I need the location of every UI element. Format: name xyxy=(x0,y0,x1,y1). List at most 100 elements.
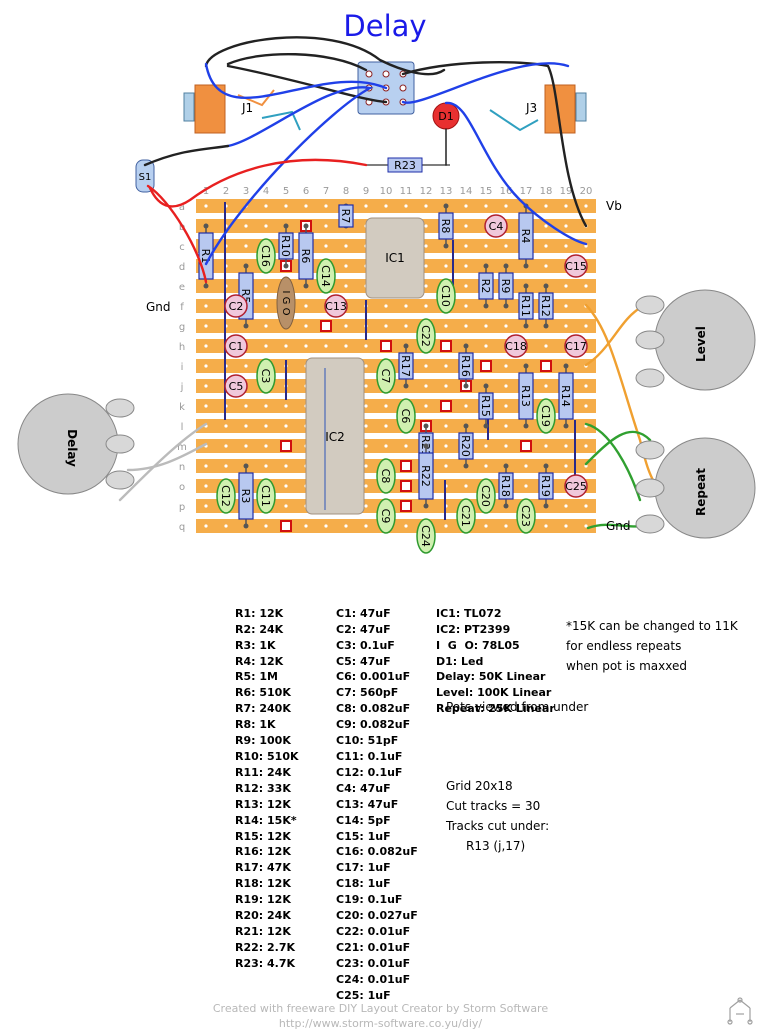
col-label: 2 xyxy=(223,186,229,197)
row-label: a xyxy=(179,202,185,213)
row-label: f xyxy=(180,302,184,313)
bom-other-entry: D1: Led xyxy=(436,654,484,668)
component-r14: R14 xyxy=(558,363,574,429)
track-cut xyxy=(480,360,492,372)
component-c19: C19 xyxy=(536,398,556,434)
col-label: 14 xyxy=(460,186,473,197)
grid-info-line: Tracks cut under: xyxy=(446,819,550,833)
component-label: C1 xyxy=(229,340,244,353)
col-label: 4 xyxy=(263,186,269,197)
component-r2: R2 xyxy=(478,263,494,309)
gnd-right-label: Gnd xyxy=(606,519,631,533)
grid-info-line: Cut tracks = 30 xyxy=(446,799,541,813)
component-label: C16 xyxy=(259,245,272,267)
bom-resistor-entry: R8: 1K xyxy=(235,718,276,732)
bom-capacitor-entry: C14: 5pF xyxy=(336,813,391,827)
bom-resistor-entry: R1: 12K xyxy=(235,606,284,620)
led-d1: D1 xyxy=(432,102,460,130)
bom-other-entry: Delay: 50K Linear xyxy=(436,670,546,684)
resistor-r23-label: R23 xyxy=(394,159,416,172)
bom-resistor-entry: R7: 240K xyxy=(235,702,291,716)
jack-j3-label: J3 xyxy=(525,101,537,115)
component-label: R10 xyxy=(279,235,292,257)
component-label: R20 xyxy=(459,435,472,457)
component-label: R22 xyxy=(419,465,432,487)
component-c21: C21 xyxy=(456,498,476,534)
component-label: C2 xyxy=(229,300,244,313)
pot-repeat: Repeat xyxy=(635,437,756,539)
component-c1: C1 xyxy=(224,334,248,358)
component-c16: C16 xyxy=(256,238,276,274)
track-cut xyxy=(520,440,532,452)
bom-resistor-entry: R12: 33K xyxy=(235,781,291,795)
component-label: R6 xyxy=(299,249,312,264)
jack-j1-label: J1 xyxy=(241,101,253,115)
bom-resistor-entry: R19: 12K xyxy=(235,893,291,907)
pots-note: Pots viewed from under xyxy=(446,700,589,714)
component-label: C19 xyxy=(539,405,552,427)
component-c25: C25 xyxy=(564,474,588,498)
grid-info-line: R13 (j,17) xyxy=(466,839,526,853)
bom-resistor-entry: R6: 510K xyxy=(235,686,291,700)
bom-capacitor-entry: C13: 47uF xyxy=(336,797,399,811)
component-label: R3 xyxy=(239,489,252,504)
bom-other-entry: IC2: PT2399 xyxy=(436,622,511,636)
row-label: j xyxy=(180,382,184,393)
bom-capacitor-entry: C18: 1uF xyxy=(336,877,391,891)
component-label: C23 xyxy=(519,505,532,527)
dc-switch-label: S1 xyxy=(139,172,152,183)
component-label: R13 xyxy=(519,385,532,407)
component-r20: R20 xyxy=(458,423,474,469)
component-label: C18 xyxy=(505,340,527,353)
row-label: q xyxy=(179,522,185,533)
footer-url[interactable]: http://www.storm-software.co.yu/diy/ xyxy=(278,1017,483,1030)
component-label: C15 xyxy=(565,260,587,273)
component-label: C4 xyxy=(489,220,504,233)
component-label: C6 xyxy=(399,409,412,424)
row-label: d xyxy=(179,262,185,273)
bom-other-entry: Level: 100K Linear xyxy=(436,686,552,700)
vb-label: Vb xyxy=(606,199,622,213)
row-label: p xyxy=(179,502,185,513)
col-label: 6 xyxy=(303,186,309,197)
diy-logo-icon xyxy=(727,997,753,1025)
pot-level-label: Level xyxy=(694,326,708,362)
col-label: 8 xyxy=(343,186,349,197)
row-label: i xyxy=(181,362,184,373)
component-label: C14 xyxy=(319,265,332,287)
bom-capacitor-entry: C7: 560pF xyxy=(336,686,399,700)
track-cut xyxy=(280,440,292,452)
col-label: 7 xyxy=(323,186,329,197)
component-r6: R6 xyxy=(298,223,314,289)
jack-j3: J3 xyxy=(489,84,587,134)
bom-resistor-entry: R13: 12K xyxy=(235,797,291,811)
col-label: 5 xyxy=(283,186,289,197)
bom-capacitor-entry: C15: 1uF xyxy=(336,829,391,843)
strip-q xyxy=(196,519,596,533)
component-r18: R18 xyxy=(498,463,514,509)
footer-credit: Created with freeware DIY Layout Creator… xyxy=(212,1002,549,1015)
track-cut xyxy=(380,340,392,352)
strip-i xyxy=(196,359,596,373)
bom-capacitor-entry: C5: 47uF xyxy=(336,654,391,668)
component-c8: C8 xyxy=(376,458,396,494)
row-label: g xyxy=(179,322,185,333)
strip-g xyxy=(196,319,596,333)
bom-resistor-entry: R11: 24K xyxy=(235,765,291,779)
col-label: 17 xyxy=(520,186,533,197)
bom-resistor-entry: R9: 100K xyxy=(235,734,291,748)
bom-resistor-entry: R22: 2.7K xyxy=(235,940,296,954)
bom-resistor-entry: R2: 24K xyxy=(235,622,284,636)
bom-capacitor-entry: C6: 0.001uF xyxy=(336,670,411,684)
component-r7: R7 xyxy=(338,203,354,229)
component-label: R8 xyxy=(439,219,452,234)
col-label: 9 xyxy=(363,186,369,197)
strip-h xyxy=(196,339,596,353)
strip-f xyxy=(196,299,596,313)
